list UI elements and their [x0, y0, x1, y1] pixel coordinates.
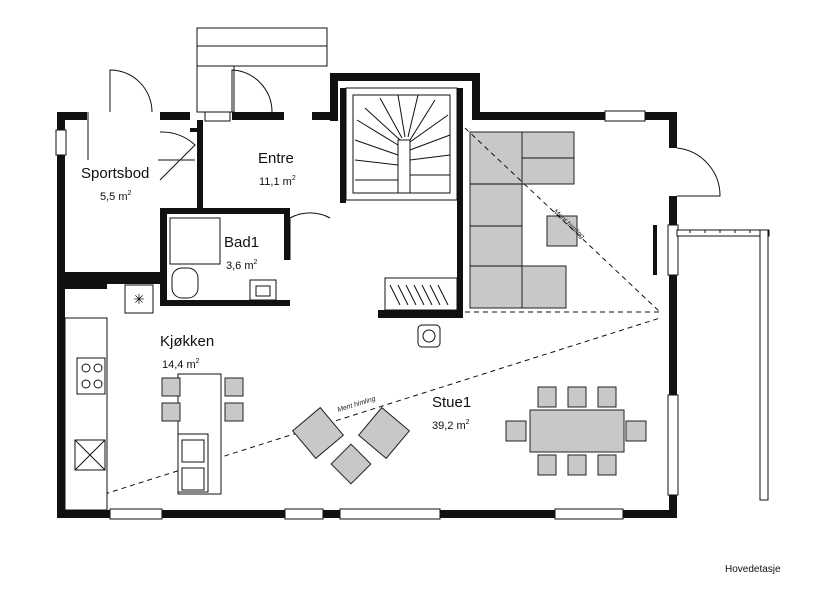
room-name-stue: Stue1	[432, 394, 471, 411]
entrance-canopy	[196, 27, 328, 113]
dining-table	[505, 386, 647, 476]
interior-walls	[65, 88, 463, 318]
svg-text:✳: ✳	[133, 292, 145, 308]
lounge-chairs	[291, 406, 411, 485]
room-area-stue: 39,2 m2	[432, 419, 470, 432]
kitchen-counter: ✳	[64, 284, 154, 511]
floor-label: Hovedetasje	[725, 564, 781, 575]
room-area-bad: 3,6 m2	[226, 259, 258, 272]
bathroom-fixtures	[169, 217, 277, 301]
kitchen-island	[161, 373, 244, 495]
room-name-bad: Bad1	[224, 234, 259, 251]
room-name-sportsbod: Sportsbod	[81, 165, 149, 182]
terrace-railing	[676, 229, 770, 501]
room-area-kjokken: 14,4 m2	[162, 358, 200, 371]
staircase	[345, 87, 458, 201]
room-area-entre: 11,1 m2	[259, 175, 296, 188]
ceiling-note-lower: Ment himling	[337, 396, 377, 414]
stair-shelf	[384, 277, 458, 311]
doors	[87, 69, 721, 260]
fireplace-icon	[417, 324, 441, 348]
room-name-entre: Entre	[258, 150, 294, 167]
sofa	[469, 131, 578, 309]
ceiling-lines	[69, 127, 661, 506]
room-name-kjokken: Kjøkken	[160, 333, 214, 350]
windows	[55, 110, 679, 520]
room-area-sportsbod: 5,5 m2	[100, 190, 132, 203]
